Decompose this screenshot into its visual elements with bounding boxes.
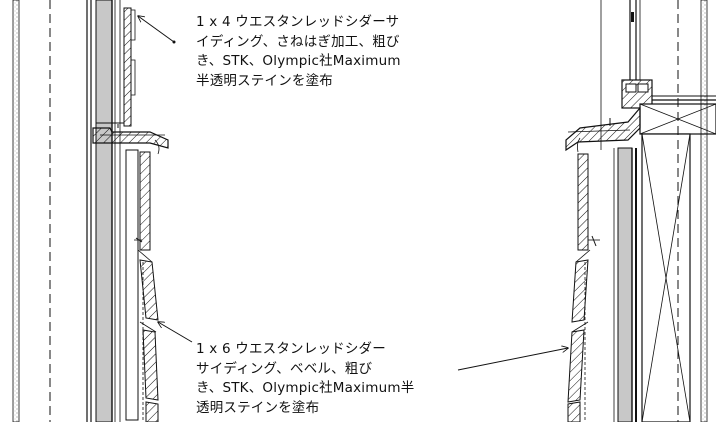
- left-lower-siding: [139, 151, 151, 251]
- annotation-top-line: 半透明ステインを塗布: [196, 72, 333, 89]
- left-upper-siding: [123, 7, 132, 127]
- right-window-sill: [621, 79, 716, 109]
- left-gypsum-layer: [12, 0, 20, 422]
- annotation-bottom: 1 x 6 ウエスタンレッドシダー サイディング、ベベル、粗び き、STK、Ol…: [196, 340, 414, 418]
- annotation-top: 1 x 4 ウエスタンレッドシダーサ イディング、さねはぎ加工、粗び き、STK…: [196, 13, 401, 91]
- right-lower-siding: [577, 153, 589, 251]
- annotation-bottom-line: き、STK、Olympic社Maximum半: [196, 380, 415, 396]
- annotation-bottom-line: サイディング、ベベル、粗び: [196, 360, 373, 377]
- annotation-bottom-line: 透明ステインを塗布: [196, 399, 320, 416]
- leader-lines: [138, 16, 568, 371]
- leader-bottom-right: [457, 348, 568, 371]
- right-wall-section: [565, 0, 716, 422]
- annotation-top-line: き、STK、Olympic社Maximum: [196, 53, 401, 69]
- left-gray-panel: [95, 0, 113, 422]
- annotation-top-line: 1 x 4 ウエスタンレッドシダーサ: [196, 14, 400, 30]
- right-gray-panel: [617, 147, 633, 422]
- left-wall-section: [12, 0, 169, 422]
- annotation-top-line: イディング、さねはぎ加工、粗び: [196, 33, 400, 50]
- annotation-bottom-line: 1 x 6 ウエスタンレッドシダー: [196, 341, 386, 357]
- leader-top: [138, 16, 175, 43]
- left-sill-flashing: [92, 127, 169, 149]
- leader-bottom-left: [158, 322, 193, 343]
- right-gypsum-layer: [700, 0, 708, 422]
- right-sill-flashing: [565, 106, 641, 152]
- right-stud: [641, 133, 691, 422]
